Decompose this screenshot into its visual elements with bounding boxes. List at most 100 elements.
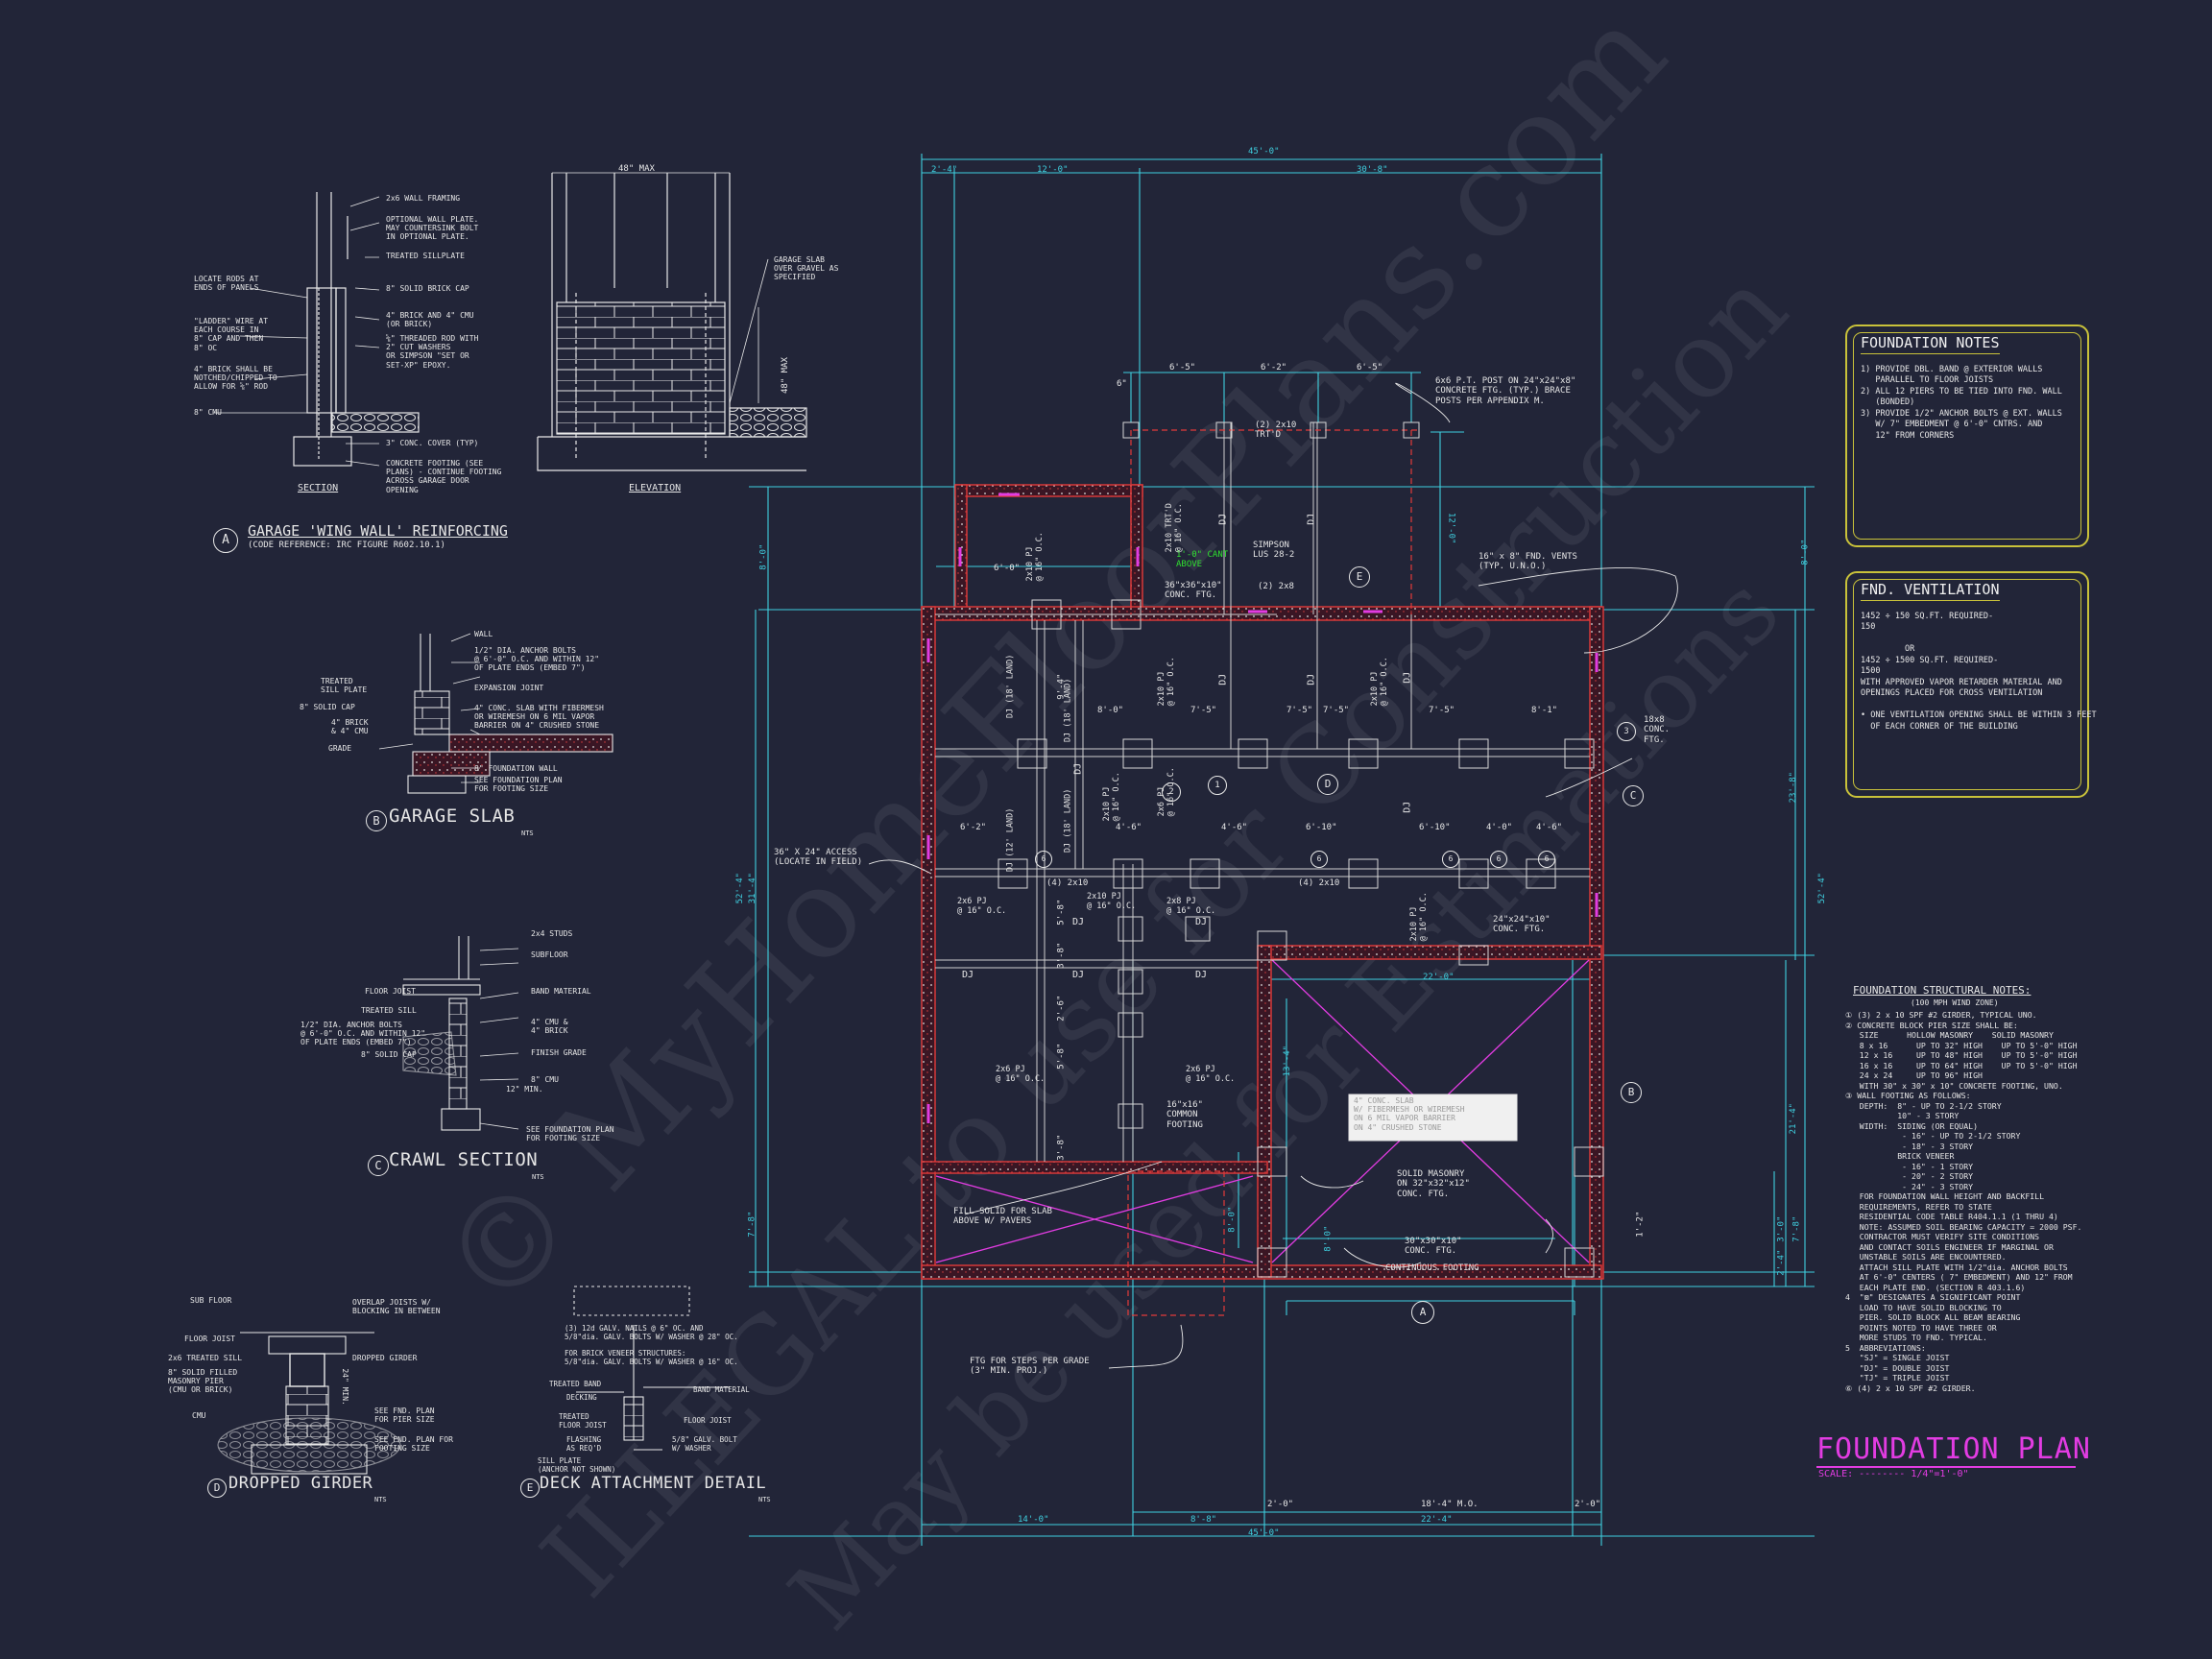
plan-dim-top-5: 6'-2" [1261, 363, 1287, 373]
fnd-ventilation-title: FND. VENTILATION [1861, 581, 2000, 601]
joist-label-4: 2x10 PJ @ 16" O.C. [1101, 772, 1121, 822]
detail-c-left-1: FLOOR JOIST [365, 987, 416, 996]
plan-int-dim-16: 13'-4" [1283, 1045, 1293, 1077]
detail-d-left-2: FLOOR JOIST [184, 1334, 235, 1343]
plan-int-dim-6: 7'-5" [1286, 706, 1313, 715]
callout-c: C [1623, 785, 1644, 806]
fnd-ventilation-body: 1452 ÷ 150 SQ.FT. REQUIRED- 150 OR 1452 … [1861, 612, 2097, 732]
note-slab-box: 4" CONC. SLAB W/ FIBERMESH OR WIREMESH O… [1354, 1096, 1465, 1132]
detail-a-left-2: "LADDER" WIRE AT EACH COURSE IN 8" CAP A… [194, 317, 269, 352]
foundation-plan [749, 154, 1815, 1546]
callout-e: E [1349, 566, 1370, 588]
foundation-walls [921, 484, 1604, 1280]
detail-e-marker: E [520, 1479, 540, 1498]
plan-dim-top-7: 6" [1117, 379, 1127, 389]
detail-a-mid-8: CONCRETE FOOTING (SEE PLANS) - CONTINUE … [386, 459, 502, 494]
plan-dim-left-2: 31'-4" [748, 872, 758, 904]
note-2x8: (2) 2x8 [1258, 582, 1294, 591]
detail-b-title: GARAGE SLAB [389, 805, 516, 827]
plan-dim-right-2: 23'-8" [1789, 771, 1799, 804]
detail-a-title: GARAGE 'WING WALL' REINFORCING [248, 522, 508, 540]
title-underline [1816, 1466, 2076, 1468]
plan-int-dim-17: 8'-0" [1227, 1206, 1238, 1233]
dj-label-1: DJ [962, 970, 974, 980]
plan-dim-right-8: 2'-4" [1776, 1249, 1787, 1276]
dj-vertical-4: DJ (18' LAND) [1063, 788, 1073, 854]
detail-c-linework [402, 936, 519, 1131]
detail-b-label-2: 1/2" DIA. ANCHOR BOLTS @ 6'-0" O.C. AND … [474, 646, 600, 673]
joist-label-5: 2x10 PJ @ 16" O.C. [1408, 892, 1429, 942]
detail-a-mid-2: OPTIONAL WALL PLATE. MAY COUNTERSINK BOL… [386, 215, 479, 242]
joist-label-11: 2x6 PJ @ 16" O.C. [1186, 1065, 1236, 1084]
detail-e-left-5: SILL PLATE (ANCHOR NOT SHOWN) [538, 1456, 616, 1474]
plan-int-dim-20: 5'-8" [1056, 899, 1067, 926]
plan-int-dim-10: 4'-6" [1221, 823, 1248, 832]
plan-dim-top-1: 2'-4" [931, 165, 958, 175]
note-steps: FTG FOR STEPS PER GRADE (3" MIN. PROJ.) [970, 1357, 1090, 1377]
joist-label-1: 2x10 PJ @ 16" O.C. [1024, 532, 1045, 582]
plan-int-dim-3: 7'-5" [1190, 706, 1217, 715]
detail-a-section-label: SECTION [298, 483, 339, 493]
dj-label-9: DJ [1306, 513, 1317, 525]
detail-a-linework [213, 172, 807, 471]
detail-c-label-3: BAND MATERIAL [531, 987, 591, 996]
note-conc24: 24"x24"x10" CONC. FTG. [1493, 915, 1551, 935]
plan-dim-top-overall: 45'-0" [1248, 147, 1280, 156]
detail-b-label-5: 8" FOUNDATION WALL [474, 764, 558, 773]
detail-e-linework [573, 1286, 730, 1451]
detail-d-marker: D [207, 1479, 227, 1498]
plan-int-dim-22: 3'-8" [1056, 1134, 1067, 1161]
detail-b-linework [378, 633, 613, 794]
plan-dim-top-4: 6'-5" [1169, 363, 1196, 373]
detail-a-mid-6: ⅝" THREADED ROD WITH 2" CUT WASHERS OR S… [386, 334, 479, 370]
detail-d-left-4: 8" SOLID FILLED MASONRY PIER (CMU OR BRI… [168, 1368, 238, 1395]
note-common: 16"x16" COMMON FOOTING [1166, 1100, 1203, 1130]
detail-e-left-2: DECKING [566, 1393, 597, 1402]
note-simpson: SIMPSON LUS 28-2 [1253, 541, 1295, 561]
dj-label-6: DJ [1217, 673, 1229, 685]
note-conc36: 36"x36"x10" CONC. FTG. [1165, 581, 1222, 601]
dj-label-8: DJ [1217, 513, 1229, 525]
dj-label-3: DJ [1195, 970, 1208, 980]
plan-int-dim-14: 4'-6" [1536, 823, 1563, 832]
callout-1: 1 [1208, 776, 1227, 795]
detail-a-marker: A [213, 528, 238, 553]
sheet-scale: SCALE: -------- 1/4"=1'-0" [1818, 1469, 1969, 1479]
piers [998, 421, 1604, 1278]
plan-dim-right-5: 1'-2" [1635, 1211, 1646, 1238]
detail-a-max-dim: 48" MAX [618, 164, 656, 174]
detail-c-marker: C [368, 1155, 389, 1176]
detail-a-mid-7: 3" CONC. COVER (TYP) [386, 439, 479, 447]
structural-notes-title: FOUNDATION STRUCTURAL NOTES: [1853, 984, 2032, 997]
plan-dim-left-3: 52'-4" [735, 872, 746, 904]
plan-dim-right-4: 21'-4" [1789, 1102, 1799, 1135]
detail-c-left-4: 8" SOLID CAP [361, 1050, 417, 1059]
detail-e-left-1: TREATED BAND [549, 1380, 602, 1388]
detail-e-right-2: FLOOR JOIST [684, 1416, 732, 1425]
plan-dim-right-7: 3'-0" [1776, 1215, 1787, 1242]
joist-label-9: 2x8 PJ @ 16" O.C. [1166, 897, 1216, 916]
plan-int-dim-11: 6'-10" [1306, 823, 1337, 832]
detail-a-mid-4: 8" SOLID BRICK CAP [386, 284, 469, 293]
detail-c-nts: NTS [532, 1173, 544, 1181]
callout-6d: 6 [1490, 851, 1507, 868]
detail-c-left-2: TREATED SILL [361, 1006, 417, 1015]
detail-c-title: CRAWL SECTION [389, 1149, 539, 1170]
foundation-notes-box: FOUNDATION NOTES 1) PROVIDE DBL. BAND @ … [1845, 325, 2089, 547]
detail-b-left-4: GRADE [328, 744, 352, 753]
detail-e-left-4: FLASHING AS REQ'D [566, 1435, 602, 1453]
detail-e-title: DECK ATTACHMENT DETAIL [540, 1474, 767, 1493]
callout-6a: 6 [1035, 851, 1052, 868]
detail-a-max-dim-v: 48" MAX [781, 356, 790, 394]
plan-int-dim-23: 2'-6" [1056, 995, 1067, 1022]
plan-int-dim-2: 8'-0" [1097, 706, 1124, 715]
foundation-notes-body: 1) PROVIDE DBL. BAND @ EXTERIOR WALLS PA… [1861, 365, 2062, 441]
dj-label-11: DJ [1402, 801, 1413, 813]
note-cant: 1'-0" CANT ABOVE [1176, 550, 1229, 570]
callout-d: D [1317, 774, 1338, 795]
girder-label-1: (4) 2x10 [1046, 878, 1089, 888]
slab-note-box [1348, 1094, 1518, 1142]
detail-b-left-2: 8" SOLID CAP [300, 703, 355, 711]
note-slab-fill: FILL SOLID FOR SLAB ABOVE W/ PAVERS [953, 1207, 1052, 1227]
